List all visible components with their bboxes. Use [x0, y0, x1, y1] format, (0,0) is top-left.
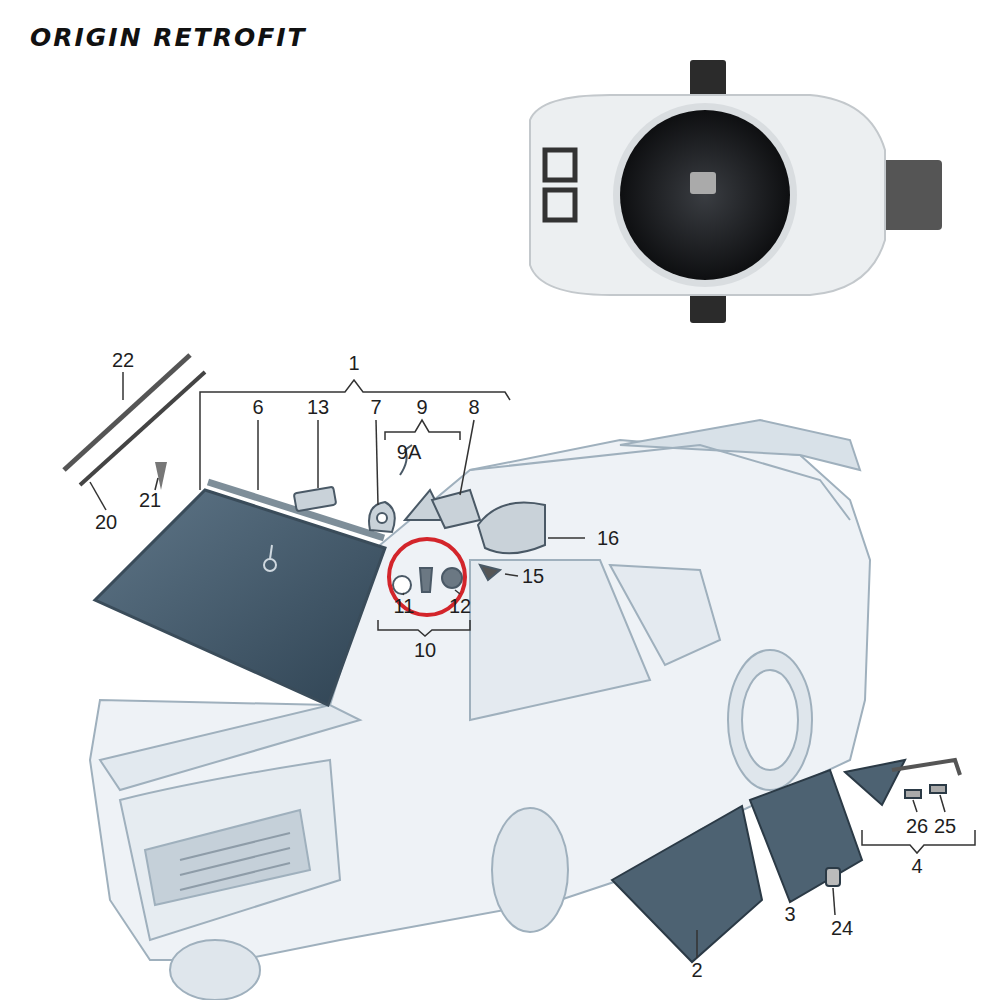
leader-lines: [90, 372, 975, 958]
callout-number: 7: [370, 397, 381, 417]
callout-number: 25: [934, 816, 956, 836]
parts: [294, 445, 545, 594]
callout-number: 3: [784, 904, 795, 924]
car-body: [90, 420, 870, 1000]
callout-number: 6: [252, 397, 263, 417]
callout-number: 24: [831, 918, 853, 938]
callout-number: 10: [414, 640, 436, 660]
callout-number: 15: [522, 566, 544, 586]
callout-number: 8: [468, 397, 479, 417]
callout-number: 20: [95, 512, 117, 532]
callout-number: 9: [416, 397, 427, 417]
callout-number: 16: [597, 528, 619, 548]
callout-number: 13: [307, 397, 329, 417]
brand-watermark: ORIGIN RETROFIT: [30, 25, 307, 50]
side-glass: [612, 760, 960, 962]
sensor-photo: [530, 60, 942, 323]
callout-number: 22: [112, 350, 134, 370]
callout-number: 11: [394, 596, 415, 616]
callout-number: 1: [348, 353, 359, 373]
callout-number: 21: [139, 490, 161, 510]
callout-number: 2: [691, 960, 702, 980]
callout-number: 4: [911, 856, 922, 876]
callout-number: 26: [906, 816, 928, 836]
callout-number: 12: [449, 596, 471, 616]
callout-number: 9A: [397, 442, 421, 462]
windscreen: [64, 355, 385, 705]
